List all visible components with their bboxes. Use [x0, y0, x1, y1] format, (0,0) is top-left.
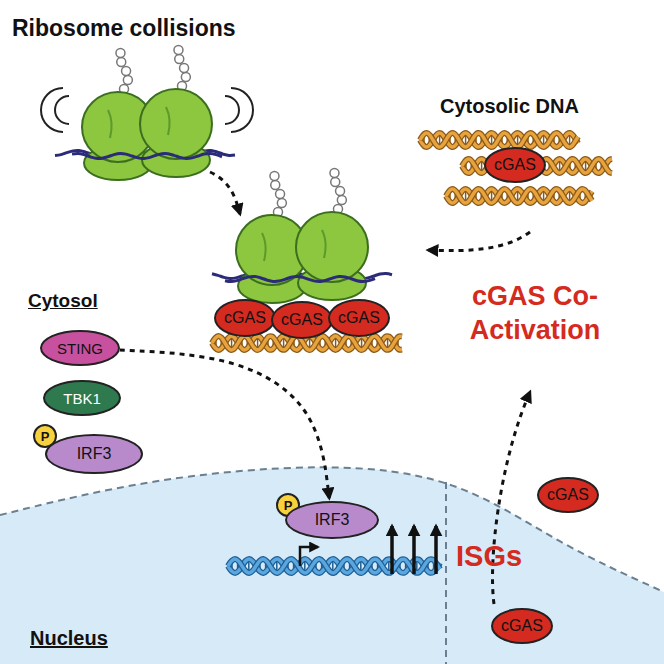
subunit-groove	[166, 107, 170, 135]
genomic-dna	[228, 559, 440, 573]
process-arrow	[210, 172, 240, 214]
nascent-chain-residue	[337, 196, 346, 205]
process-arrow	[428, 232, 530, 251]
figure-label: cGAS Co-Activation	[415, 280, 655, 348]
dna-backbone	[446, 189, 592, 203]
motion-mark	[55, 96, 69, 124]
upregulation-arrow	[390, 526, 394, 574]
motion-mark	[231, 88, 253, 132]
nascent-chain-residue	[123, 76, 132, 85]
molecule-name: cGAS	[281, 311, 323, 329]
nascent-chain-residue	[331, 178, 340, 187]
promoter-arrow	[300, 547, 318, 566]
dna-backbone-outline	[446, 189, 592, 203]
molecule-name: IRF3	[315, 511, 350, 529]
molecule-oval: cGAS	[328, 299, 390, 337]
molecule-oval: IRF3	[45, 434, 143, 474]
nucleus-region	[0, 467, 664, 664]
nascent-chain-residue	[116, 49, 125, 58]
signaling-arrow	[120, 350, 330, 498]
molecule-name: cGAS	[338, 309, 380, 327]
mrna	[225, 276, 375, 281]
nascent-chain-residue	[270, 172, 279, 181]
nascent-chain-residue	[181, 73, 190, 82]
subunit-groove	[322, 230, 326, 258]
molecule-name: P	[41, 429, 50, 444]
figure-label: Ribosome collisions	[12, 14, 236, 43]
molecule-oval: cGAS	[484, 147, 546, 183]
motion-mark	[225, 96, 239, 124]
subunit-groove	[262, 233, 266, 261]
subunit-groove	[108, 110, 112, 138]
dna-backbone	[420, 133, 578, 147]
dna-backbone-outline	[228, 559, 440, 573]
cytosolic-dna	[446, 189, 592, 203]
process-arrow	[493, 392, 531, 604]
nascent-chain-residue	[174, 46, 183, 55]
nuclear-envelope	[0, 467, 664, 592]
dna-backbone-outline	[446, 189, 592, 203]
molecule-name: cGAS	[501, 617, 543, 635]
molecule-name: STING	[57, 340, 103, 357]
dna-backbone-outline	[420, 133, 578, 147]
dna-backbone-outline	[228, 559, 440, 573]
dna-backbone	[228, 559, 440, 573]
nascent-chain-residue	[175, 55, 184, 64]
figure-label: Cytosolic DNA	[440, 94, 579, 119]
dna-backbone-outline	[420, 133, 578, 147]
nascent-chain-residue	[117, 58, 126, 67]
molecule-name: cGAS	[547, 486, 589, 504]
upregulation-arrow	[412, 526, 416, 574]
nascent-chain-residue	[122, 67, 131, 76]
figure-label: Cytosol	[28, 289, 98, 313]
large-subunit	[296, 212, 368, 282]
molecule-oval: cGAS	[214, 299, 276, 337]
molecule-oval: cGAS	[271, 301, 333, 339]
cytosolic-dna	[420, 133, 578, 147]
molecule-oval: STING	[40, 330, 120, 366]
nascent-chain-residue	[271, 181, 280, 190]
molecule-oval: cGAS	[537, 477, 599, 513]
dna-backbone	[446, 189, 592, 203]
nascent-chain-residue	[336, 187, 345, 196]
molecule-name: IRF3	[77, 445, 112, 463]
molecule-oval: cGAS	[491, 608, 553, 644]
panel-divider	[445, 482, 447, 664]
figure-label: ISGs	[456, 538, 522, 574]
nascent-chain-residue	[277, 199, 286, 208]
nascent-chain-residue	[180, 64, 189, 73]
background-art	[0, 46, 664, 664]
molecule-name: cGAS	[224, 309, 266, 327]
nascent-chain-residue	[330, 169, 339, 178]
nascent-chain-residue	[276, 190, 285, 199]
large-subunit	[140, 89, 212, 159]
dna-backbone	[420, 133, 578, 147]
upregulation-arrow	[434, 526, 438, 574]
dna-backbone	[228, 559, 440, 573]
figure-label: Nucleus	[30, 626, 108, 651]
mrna	[72, 154, 222, 159]
molecule-oval: TBK1	[43, 380, 121, 416]
molecule-oval: IRF3	[285, 501, 379, 539]
molecule-name: TBK1	[63, 390, 101, 407]
molecule-name: cGAS	[494, 156, 536, 174]
motion-mark	[41, 88, 63, 132]
